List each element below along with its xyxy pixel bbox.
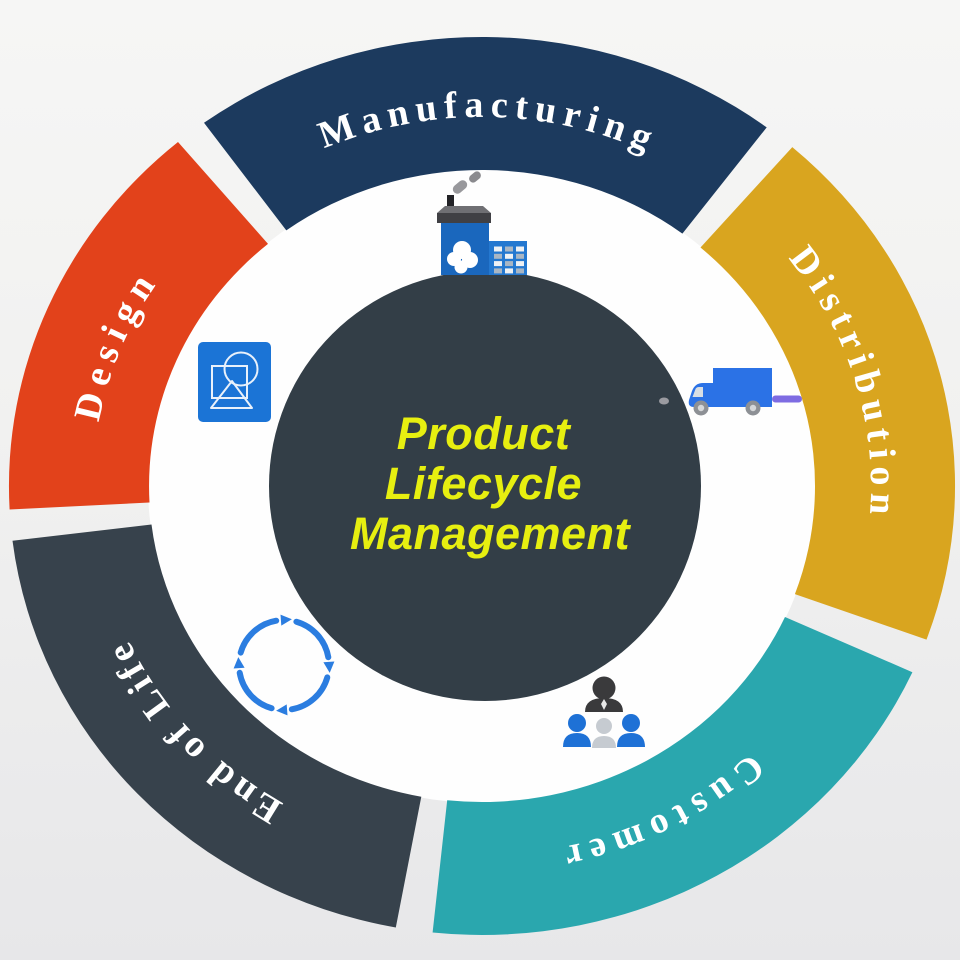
segment-manufacturing <box>204 37 767 234</box>
customers-icon <box>563 676 645 748</box>
factory-icon <box>437 171 527 275</box>
design-icon <box>198 342 271 422</box>
segment-distribution <box>700 147 956 640</box>
ring-segments <box>8 37 956 935</box>
center-title-line1: Product <box>397 408 572 459</box>
factory-windows <box>494 246 524 274</box>
center-circle <box>269 271 701 701</box>
truck-wheels <box>693 400 761 416</box>
factory-cloud-cutout <box>447 241 478 274</box>
center-title: Product Lifecycle Management <box>350 408 632 559</box>
center-title-line3: Management <box>350 508 632 559</box>
center-title-line2: Lifecycle <box>385 458 582 509</box>
segment-design <box>8 142 268 510</box>
segment-end-of-life <box>12 524 422 928</box>
recycle-icon <box>234 615 335 716</box>
truck-icon <box>659 368 802 416</box>
segment-customer <box>432 617 913 935</box>
